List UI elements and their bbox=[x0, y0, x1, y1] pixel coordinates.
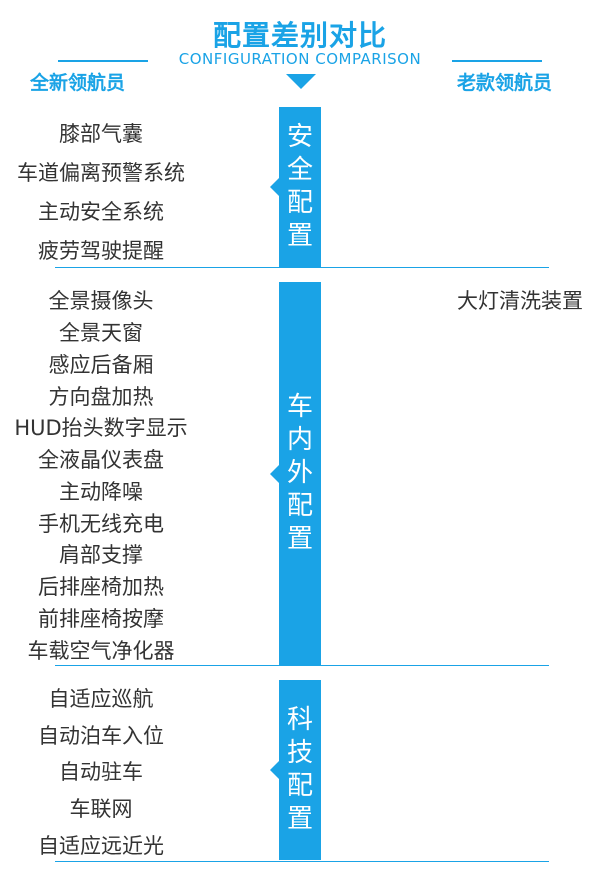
list-item: 车载空气净化器 bbox=[27, 639, 175, 663]
page-title: 配置差别对比 bbox=[212, 19, 387, 52]
section-label-text: 车内外配置 bbox=[287, 392, 314, 554]
section-label-text: 科技配置 bbox=[287, 705, 314, 834]
right-column-heading: 老款领航员 bbox=[457, 72, 553, 94]
subtitle-rule-left bbox=[58, 60, 148, 62]
list-item: 主动降噪 bbox=[59, 480, 143, 504]
left-column-heading: 全新领航员 bbox=[30, 72, 126, 94]
section-label-text: 安全配置 bbox=[287, 122, 314, 251]
list-item: 全景摄像头 bbox=[48, 289, 154, 313]
list-item: 车联网 bbox=[69, 797, 133, 821]
subtitle-rule-right bbox=[452, 60, 542, 62]
section-divider bbox=[55, 665, 549, 666]
list-item: 手机无线充电 bbox=[38, 512, 164, 536]
list-item: 疲劳驾驶提醒 bbox=[38, 239, 164, 263]
page-subtitle: CONFIGURATION COMPARISON bbox=[178, 50, 422, 68]
list-item: 全液晶仪表盘 bbox=[38, 448, 164, 472]
list-item: 膝部气囊 bbox=[59, 122, 143, 146]
list-item: 感应后备厢 bbox=[48, 353, 154, 377]
section-divider bbox=[55, 267, 549, 268]
list-item: 后排座椅加热 bbox=[38, 575, 164, 599]
list-item: 自适应远近光 bbox=[38, 834, 164, 858]
list-item: 前排座椅按摩 bbox=[38, 607, 164, 631]
list-item: HUD抬头数字显示 bbox=[14, 416, 188, 440]
section-label-technology: 科技配置 bbox=[270, 680, 321, 860]
list-item: 自动驻车 bbox=[59, 760, 143, 784]
list-item: 自适应巡航 bbox=[48, 687, 154, 711]
section-divider bbox=[55, 861, 549, 862]
list-item: 车道偏离预警系统 bbox=[17, 161, 185, 185]
list-item: 全景天窗 bbox=[59, 321, 143, 345]
list-item: 自动泊车入位 bbox=[38, 724, 164, 748]
list-item: 方向盘加热 bbox=[48, 385, 154, 409]
list-item: 肩部支撑 bbox=[59, 543, 143, 567]
section-label-interior-exterior: 车内外配置 bbox=[270, 282, 321, 665]
section-label-safety: 安全配置 bbox=[270, 107, 321, 267]
down-arrow-icon bbox=[286, 74, 316, 89]
list-item: 主动安全系统 bbox=[38, 200, 164, 224]
old-list-item: 大灯清洗装置 bbox=[457, 289, 583, 313]
